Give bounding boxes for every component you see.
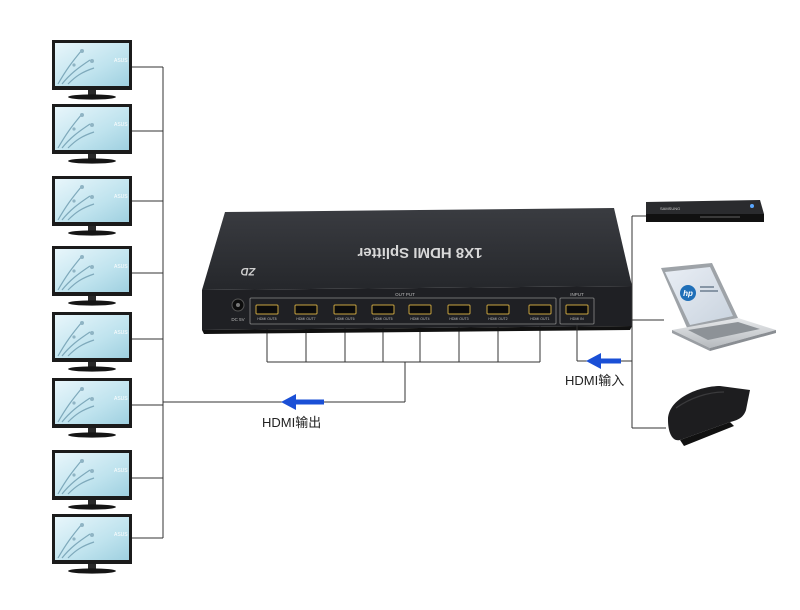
hdmi-output-port[interactable] <box>447 304 471 315</box>
output-ports: HDMI OUT8 HDMI OUT7 HDMI OUT6 HDMI OUT5 HDMI… <box>255 304 552 321</box>
hdmi-output-port[interactable] <box>371 304 395 315</box>
output-group-frame <box>249 297 557 325</box>
brand-logo: ZD <box>241 265 257 277</box>
hdmi-output-port[interactable] <box>333 304 357 315</box>
output-port-label: HDMI OUT7 <box>296 317 315 321</box>
monitor: ASUS <box>51 245 133 307</box>
output-port-label: HDMI OUT3 <box>449 317 468 321</box>
monitor-brand: ASUS <box>114 58 128 64</box>
output-port-label: HDMI OUT2 <box>488 317 507 321</box>
monitor: ASUS <box>51 103 133 165</box>
monitor-wires <box>132 66 163 539</box>
blu-ray-player: SAMSUNG <box>646 200 764 222</box>
input-arrow <box>586 353 621 369</box>
splitter-top <box>202 208 632 290</box>
power-label: DC 5V <box>231 317 244 322</box>
monitor: ASUS <box>51 175 133 237</box>
monitor-brand: ASUS <box>114 532 128 538</box>
input-group-label: INPUT <box>570 292 584 297</box>
laptop-brand: hp <box>683 289 693 298</box>
hdmi-output-port[interactable] <box>486 304 510 315</box>
monitor: ASUS <box>51 449 133 511</box>
monitor-brand: ASUS <box>114 194 128 200</box>
monitor: ASUS <box>51 39 133 101</box>
hdmi-input-port[interactable] <box>565 304 589 315</box>
monitor-column: ASUS ASUS ASUS ASUS ASUS ASUS ASUS ASUS <box>51 39 133 575</box>
monitor: ASUS <box>51 311 133 373</box>
input-group-frame <box>559 297 595 325</box>
output-arrow <box>281 394 324 410</box>
dc-power-pin <box>236 303 240 307</box>
monitor: ASUS <box>51 513 133 575</box>
output-port-label: HDMI OUT8 <box>257 317 276 321</box>
monitor-brand: ASUS <box>114 468 128 474</box>
player-brand: SAMSUNG <box>660 206 680 211</box>
input-port-label: HDMI IN <box>570 317 584 321</box>
monitor-brand: ASUS <box>114 396 128 402</box>
splitter-title: 1X8 HDMI Splitter <box>357 244 482 261</box>
output-port-label: HDMI OUT6 <box>335 317 354 321</box>
output-port-label: HDMI OUT5 <box>373 317 392 321</box>
monitor-brand: ASUS <box>114 122 128 128</box>
hdmi-splitter: 1X8 HDMI Splitter ZD DC 5V OUT PUT HDMI … <box>202 208 632 334</box>
game-console <box>668 386 750 446</box>
hdmi-output-port[interactable] <box>294 304 318 315</box>
laptop: hp <box>661 263 776 351</box>
monitor-brand: ASUS <box>114 330 128 336</box>
monitor: ASUS <box>51 377 133 439</box>
splitter-bottom-edge <box>202 326 632 334</box>
input-label: HDMI输入 <box>565 373 624 388</box>
output-port-label: HDMI OUT1 <box>530 317 549 321</box>
output-label: HDMI输出 <box>262 415 321 430</box>
hp-logo-icon <box>680 285 696 301</box>
monitor-brand: ASUS <box>114 264 128 270</box>
hdmi-output-port[interactable] <box>528 304 552 315</box>
output-group-label: OUT PUT <box>395 292 415 297</box>
hdmi-output-port[interactable] <box>255 304 279 315</box>
hdmi-output-port[interactable] <box>408 304 432 315</box>
output-port-label: HDMI OUT4 <box>410 317 429 321</box>
